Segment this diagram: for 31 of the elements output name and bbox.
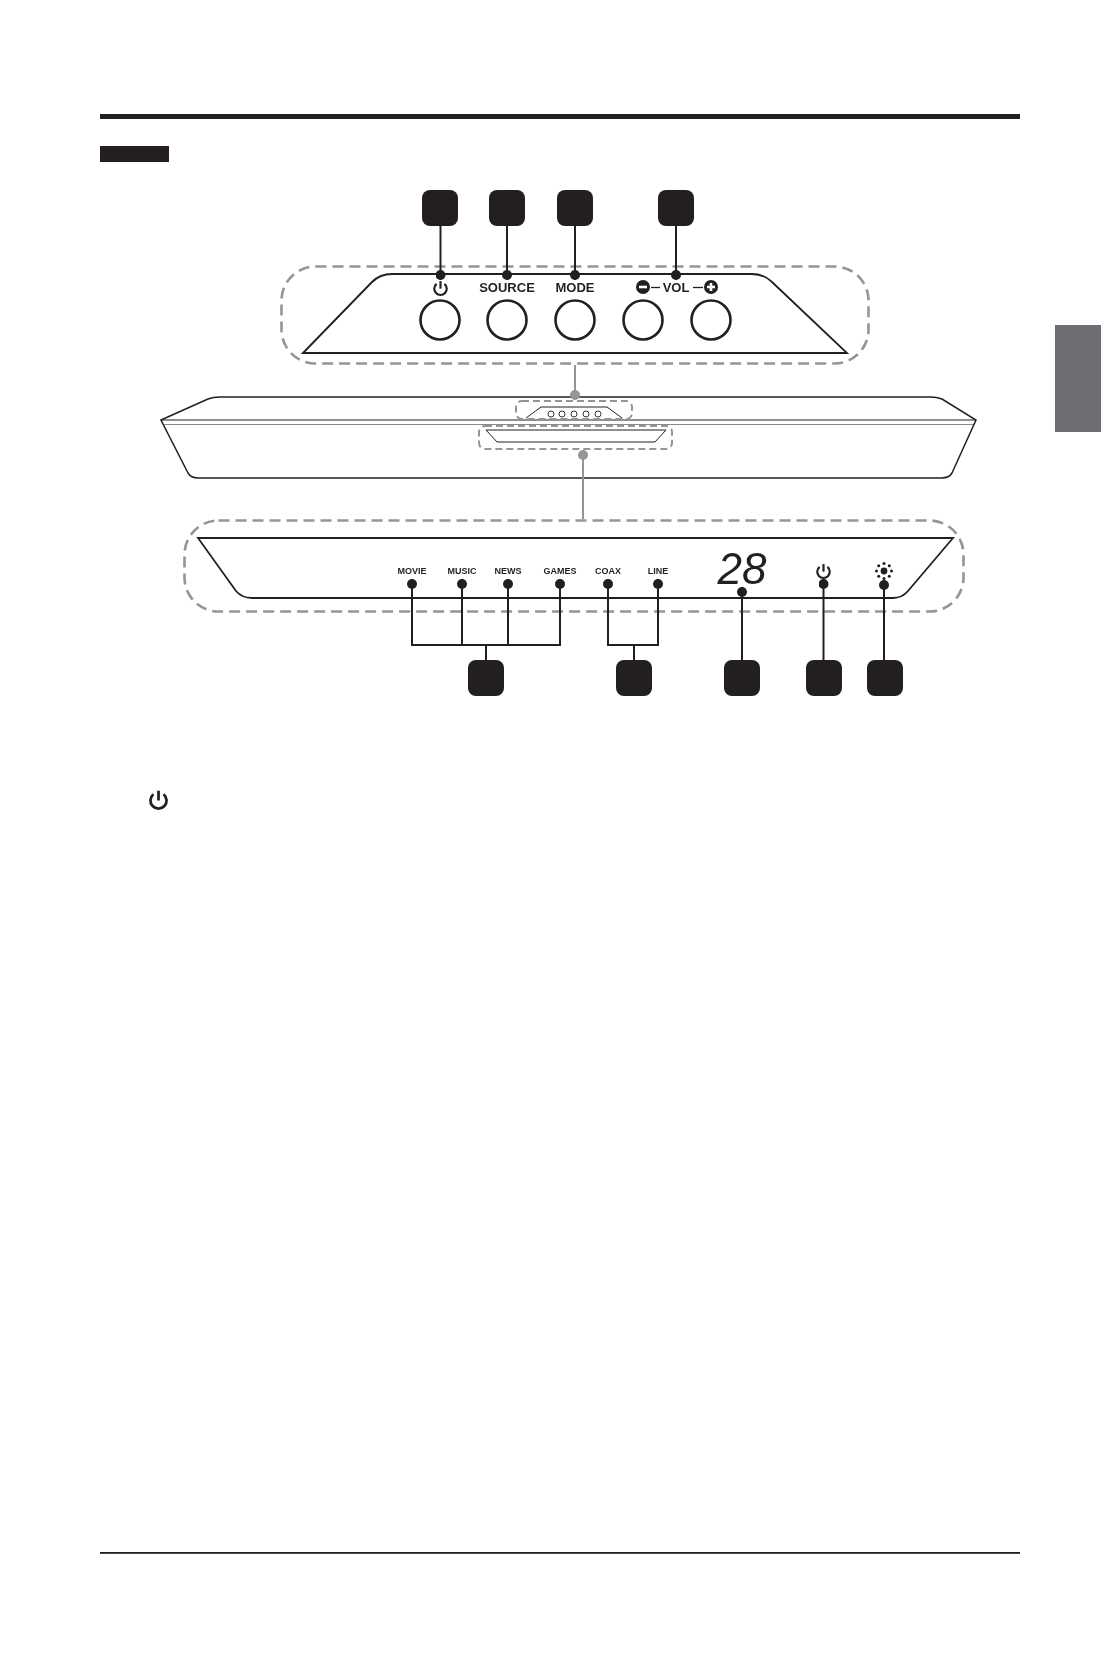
leader-line: [570, 225, 580, 281]
section-tab: [1055, 325, 1101, 432]
callout-badge: [422, 190, 458, 226]
leader-line: [502, 225, 512, 281]
leader-line: [485, 578, 565, 661]
callout-badge: [468, 660, 504, 696]
mode-indicator-label: NEWS: [493, 565, 523, 578]
leader-line: [879, 579, 889, 661]
button-label: VOL: [661, 280, 691, 295]
callout-badge: [867, 660, 903, 696]
callout-badge: [616, 660, 652, 696]
leader-line: [737, 586, 747, 661]
leader-line: [818, 578, 829, 661]
leader-line: [570, 364, 580, 401]
button-label: MODE: [554, 280, 596, 295]
callout-badge: [806, 660, 842, 696]
mode-indicator-label: COAX: [594, 565, 622, 578]
mode-indicator-label: GAMES: [542, 565, 578, 578]
mode-indicator-label: MUSIC: [446, 565, 478, 578]
callout-badge: [557, 190, 593, 226]
callout-badge: [658, 190, 694, 226]
leader-line: [435, 225, 446, 281]
button-label: SOURCE: [478, 280, 536, 295]
mode-indicator-label: LINE: [646, 565, 670, 578]
callout-badge: [489, 190, 525, 226]
callout-badge: [724, 660, 760, 696]
mode-indicator-label: MOVIE: [396, 565, 428, 578]
display-readout: 28: [716, 551, 768, 587]
leader-line: [578, 449, 588, 520]
leader-line: [671, 225, 681, 281]
leader-line: [633, 578, 663, 661]
